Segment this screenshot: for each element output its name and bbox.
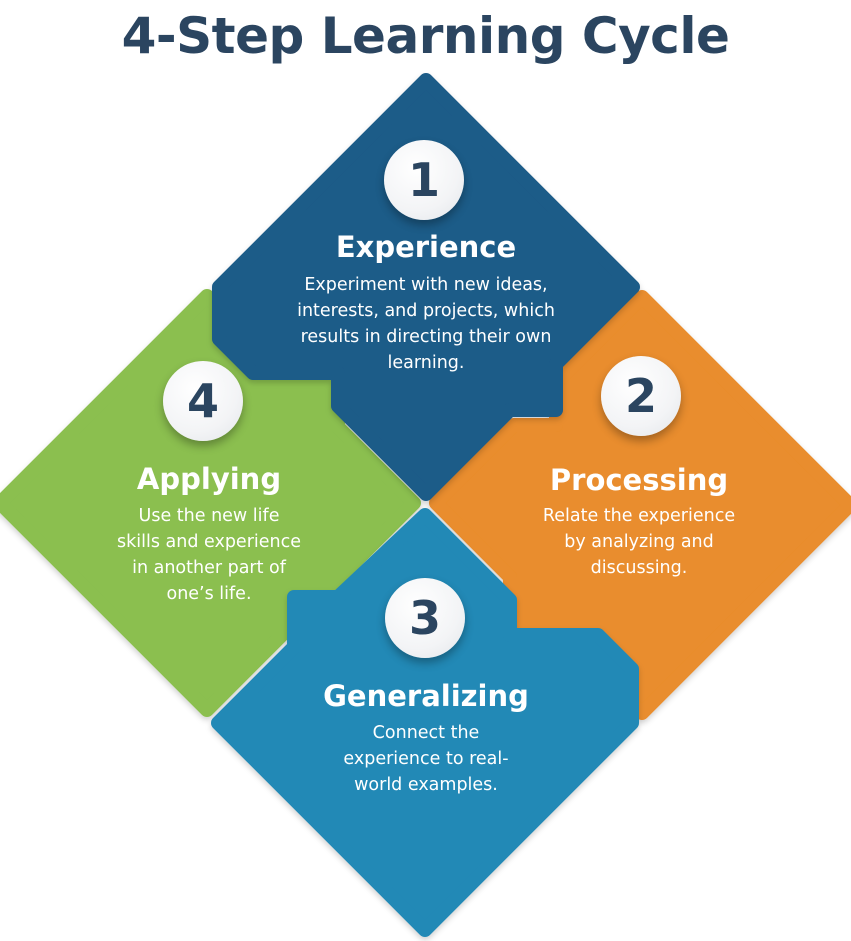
step-2-title: Processing xyxy=(549,463,729,497)
step-2-number-badge: 2 xyxy=(601,356,681,436)
step-1-number-badge: 1 xyxy=(384,140,464,220)
step-3-description: Connect the experience to real-world exa… xyxy=(343,723,509,795)
step-4-title: Applying xyxy=(136,462,282,496)
step-1-shape xyxy=(212,73,640,501)
step-3-shape xyxy=(211,508,639,937)
step-2-description: Relate the experience by analyzing and d… xyxy=(542,506,736,578)
step-3-title: Generalizing xyxy=(323,679,529,713)
step-3-number-badge: 3 xyxy=(385,578,465,658)
step-4-description: Use the new life skills and experience i… xyxy=(117,506,301,604)
step-1-title: Experience xyxy=(335,230,517,264)
step-1-description: Experiment with new ideas, interests, an… xyxy=(297,275,555,373)
diagram-title: 4-Step Learning Cycle xyxy=(121,7,730,65)
step-4-number-badge: 4 xyxy=(163,361,243,441)
